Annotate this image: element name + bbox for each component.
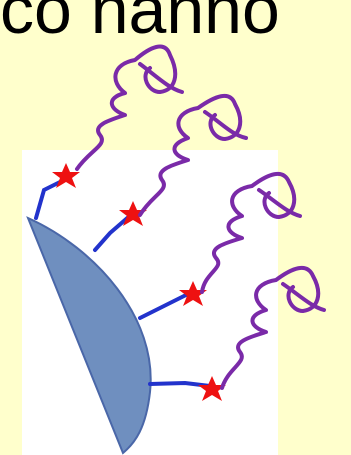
protein-squiggle-icon: [77, 47, 182, 169]
linker-line-3: [140, 293, 190, 318]
protein-squiggle-icon: [222, 268, 324, 388]
nanoparticle-shape: [28, 218, 151, 453]
protein-squiggle-icon: [140, 96, 246, 215]
